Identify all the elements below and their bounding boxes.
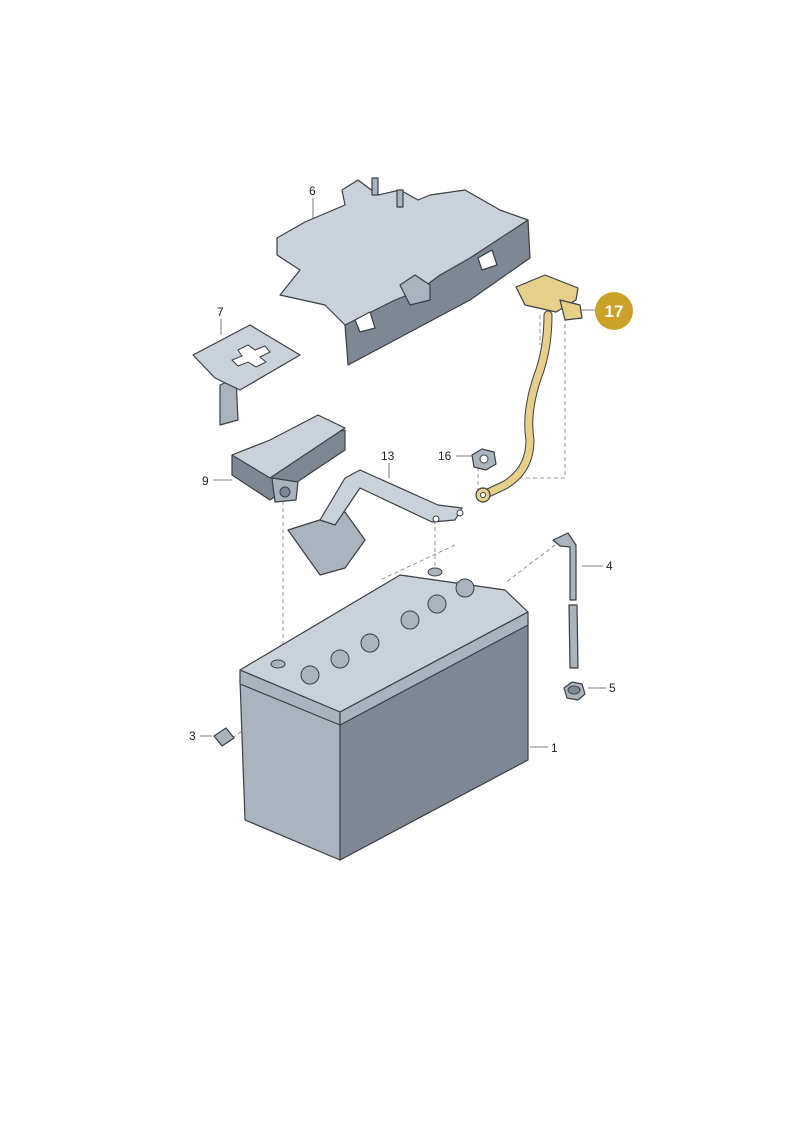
terminal-cover bbox=[231, 414, 346, 503]
hex-nut bbox=[471, 448, 497, 471]
label-17: 17 bbox=[605, 302, 624, 321]
battery-cover-tray bbox=[276, 177, 531, 366]
label-5: 5 bbox=[609, 681, 616, 695]
highlight-badge: 17 bbox=[595, 292, 633, 330]
label-9: 9 bbox=[202, 474, 209, 488]
label-1: 1 bbox=[551, 741, 558, 755]
vent-hose bbox=[552, 532, 579, 669]
label-4: 4 bbox=[606, 559, 613, 573]
battery-cable-terminal bbox=[475, 274, 583, 503]
label-13: 13 bbox=[381, 449, 395, 463]
label-3: 3 bbox=[189, 729, 196, 743]
vent-plug bbox=[563, 681, 586, 701]
leader-lines bbox=[200, 198, 606, 748]
positive-terminal-plate bbox=[192, 324, 301, 426]
label-7: 7 bbox=[217, 305, 224, 319]
label-6: 6 bbox=[309, 184, 316, 198]
small-plug bbox=[213, 727, 235, 747]
battery bbox=[239, 567, 529, 861]
hold-down-bracket bbox=[287, 469, 464, 576]
label-16: 16 bbox=[438, 449, 452, 463]
